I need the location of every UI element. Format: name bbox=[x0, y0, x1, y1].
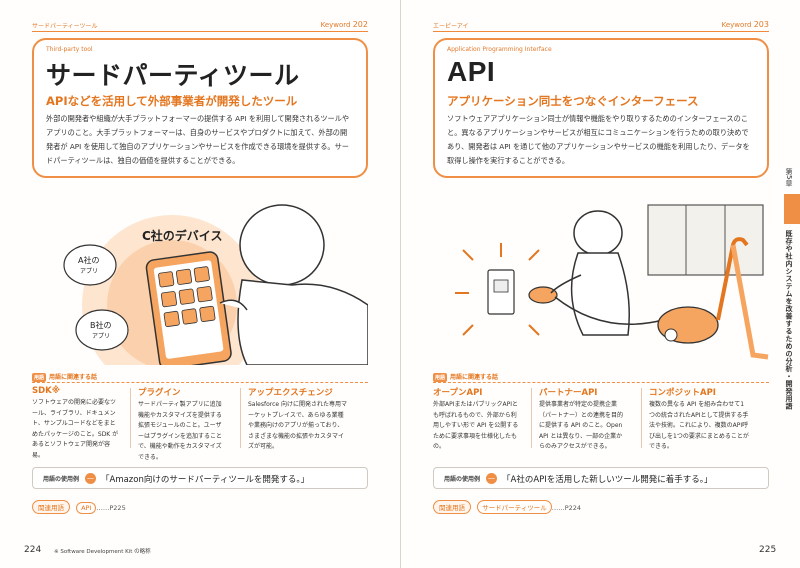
person-body bbox=[570, 252, 630, 336]
term-title: オープンAPI bbox=[433, 388, 483, 398]
illus-b-label: B社の bbox=[90, 320, 112, 330]
left-term-2: プラグイン サードパーティ製アプリに追加機能やカスタマイズを提供する拡張モジュー… bbox=[138, 386, 226, 464]
right-en-title: Application Programming Interface bbox=[447, 46, 552, 53]
divider bbox=[641, 388, 642, 448]
term-title: パートナーAPI bbox=[539, 388, 598, 398]
right-keyword: Keyword 203 bbox=[721, 20, 769, 29]
term-desc: ソフトウェアの開発に必要なツール、ライブラリ、ドキュメント、サンプルコードなどを… bbox=[32, 399, 119, 459]
term-desc: サードパーティ製アプリに追加機能やカスタマイズを提供する拡張モジュールのこと。ユ… bbox=[138, 401, 223, 461]
footnote: ※ Software Development Kit の略称 bbox=[54, 549, 151, 555]
divider bbox=[531, 388, 532, 448]
right-ruby: エーピーアイ bbox=[433, 23, 469, 30]
left-subtitle: APIなどを活用して外部事業者が開発したツール bbox=[46, 94, 298, 108]
left-term-3: アップエクスチェンジ Salesforce 向けに開発された専用マーケットプレイ… bbox=[248, 386, 348, 453]
divider bbox=[433, 382, 769, 383]
tablet bbox=[145, 251, 232, 365]
person-hand bbox=[219, 299, 248, 311]
usage-label: 用語の使用例 bbox=[43, 476, 80, 483]
term-title: コンポジットAPI bbox=[649, 388, 716, 398]
related-term-link[interactable]: API bbox=[76, 502, 97, 514]
divider bbox=[240, 388, 241, 448]
illus-caption: C社のデバイス bbox=[142, 228, 222, 243]
vacuum-pipe bbox=[730, 244, 769, 360]
right-term-3: コンポジットAPI 複数の異なる API を組み合わせて1つの統合されたAPIと… bbox=[649, 386, 749, 453]
left-en-title: Third-party tool bbox=[46, 46, 93, 53]
left-related: 関連用語 API……P225 bbox=[32, 500, 126, 514]
right-page: エーピーアイ Keyword 203 Application Programmi… bbox=[400, 0, 800, 568]
bubble-b bbox=[75, 309, 129, 351]
right-title-card: Application Programming Interface API アプ… bbox=[433, 38, 769, 178]
person-head bbox=[573, 210, 623, 256]
right-terms: 用語用語に関連する話 オープンAPI 外部APIまたはパブリックAPIとも呼ばれ… bbox=[433, 372, 769, 452]
chapter-tab: 第5章 bbox=[780, 168, 800, 224]
left-terms-header: 用語用語に関連する話 bbox=[32, 373, 98, 382]
right-term-1: オープンAPI 外部APIまたはパブリックAPIとも呼ばれるもので、外部から利用… bbox=[433, 386, 521, 453]
bubble-a bbox=[63, 244, 117, 286]
term-desc: Salesforce 向けに開発された専用マーケットプレイスで、あらゆる業種や業… bbox=[248, 401, 347, 451]
term-desc: 提供事業者が特定の提携企業（パートナー）との連携を目的に提供する API のこと… bbox=[539, 401, 623, 451]
term-title: アップエクスチェンジ bbox=[248, 388, 333, 398]
spark-lines bbox=[455, 243, 547, 336]
right-description: ソフトウェアアプリケーション同士が情報や機能をやり取りするためのインターフェース… bbox=[447, 114, 750, 165]
left-ruby: サードパーティーツール bbox=[32, 23, 98, 30]
left-title-card: Third-party tool サードパーティツール APIなどを活用して外部… bbox=[32, 38, 368, 178]
left-topbar: サードパーティーツール Keyword 202 bbox=[32, 20, 368, 32]
plug bbox=[528, 286, 558, 304]
related-label: 関連用語 bbox=[433, 500, 471, 514]
person-body bbox=[237, 279, 368, 365]
left-illustration: C社のデバイス A社の アプリ B社の アプリ bbox=[63, 204, 368, 365]
related-term-link[interactable]: サードパーティツール bbox=[477, 500, 552, 514]
illus-b-sub: アプリ bbox=[92, 333, 110, 340]
divider bbox=[130, 388, 131, 448]
chapter-label: 第5章 bbox=[785, 168, 793, 187]
left-page-title: サードパーティツール bbox=[46, 62, 300, 90]
chapter-side-text: 既存や社内システムを改善するための分析・開発用語 bbox=[785, 230, 793, 410]
person-arm bbox=[550, 274, 582, 294]
person-head bbox=[239, 204, 325, 286]
vacuum-hose bbox=[716, 237, 749, 321]
related-page: ……P224 bbox=[551, 504, 582, 512]
right-illustration bbox=[455, 204, 769, 360]
related-label: 関連用語 bbox=[32, 500, 70, 514]
speech-icon: — bbox=[85, 473, 96, 484]
term-desc: 外部APIまたはパブリックAPIとも呼ばれるもので、外部から利用しやすい形で A… bbox=[433, 401, 519, 451]
right-term-2: パートナーAPI 提供事業者が特定の提携企業（パートナー）との連携を目的に提供す… bbox=[539, 386, 627, 453]
right-page-title: API bbox=[447, 56, 496, 87]
left-description: 外部の開発者や組織が大手プラットフォーマーの提供する API を利用して開発され… bbox=[46, 114, 350, 165]
speech-icon: — bbox=[486, 473, 497, 484]
illus-a-label: A社の bbox=[78, 255, 99, 265]
left-keyword: Keyword 202 bbox=[320, 20, 368, 29]
related-page: ……P225 bbox=[96, 504, 126, 512]
left-usage-box: 用語の使用例 — 「Amazon向けのサードパーティツールを開発する。」 bbox=[32, 467, 368, 489]
right-terms-header: 用語用語に関連する話 bbox=[433, 373, 499, 382]
left-terms: 用語用語に関連する話 SDK※ ソフトウェアの開発に必要なツール、ライブラリ、ド… bbox=[32, 372, 368, 461]
usage-text: 「A社のAPIを活用した新しいツール開発に着手する。」 bbox=[502, 475, 713, 485]
right-usage-box: 用語の使用例 — 「A社のAPIを活用した新しいツール開発に着手する。」 bbox=[433, 467, 769, 489]
cord bbox=[554, 296, 664, 325]
window bbox=[647, 204, 764, 276]
chapter-marker bbox=[784, 194, 800, 224]
right-subtitle: アプリケーション同士をつなぐインターフェース bbox=[447, 94, 699, 108]
divider bbox=[32, 382, 368, 383]
page-number: 225 bbox=[759, 545, 777, 555]
usage-text: 「Amazon向けのサードパーティツールを開発する。」 bbox=[101, 475, 310, 485]
left-term-1: SDK※ ソフトウェアの開発に必要なツール、ライブラリ、ドキュメント、サンプルコ… bbox=[32, 386, 120, 462]
term-title: プラグイン bbox=[138, 388, 181, 398]
right-related: 関連用語 サードパーティツール……P224 bbox=[433, 500, 581, 514]
term-title: SDK※ bbox=[32, 386, 61, 396]
illus-a-sub: アプリ bbox=[80, 268, 98, 275]
usage-label: 用語の使用例 bbox=[444, 476, 481, 483]
left-page: サードパーティーツール Keyword 202 Third-party tool… bbox=[24, 20, 368, 555]
term-desc: 複数の異なる API を組み合わせて1つの統合されたAPIとして提供する手法や技… bbox=[649, 401, 749, 451]
page-number: 224 bbox=[24, 545, 42, 555]
right-topbar: エーピーアイ Keyword 203 bbox=[433, 20, 769, 32]
